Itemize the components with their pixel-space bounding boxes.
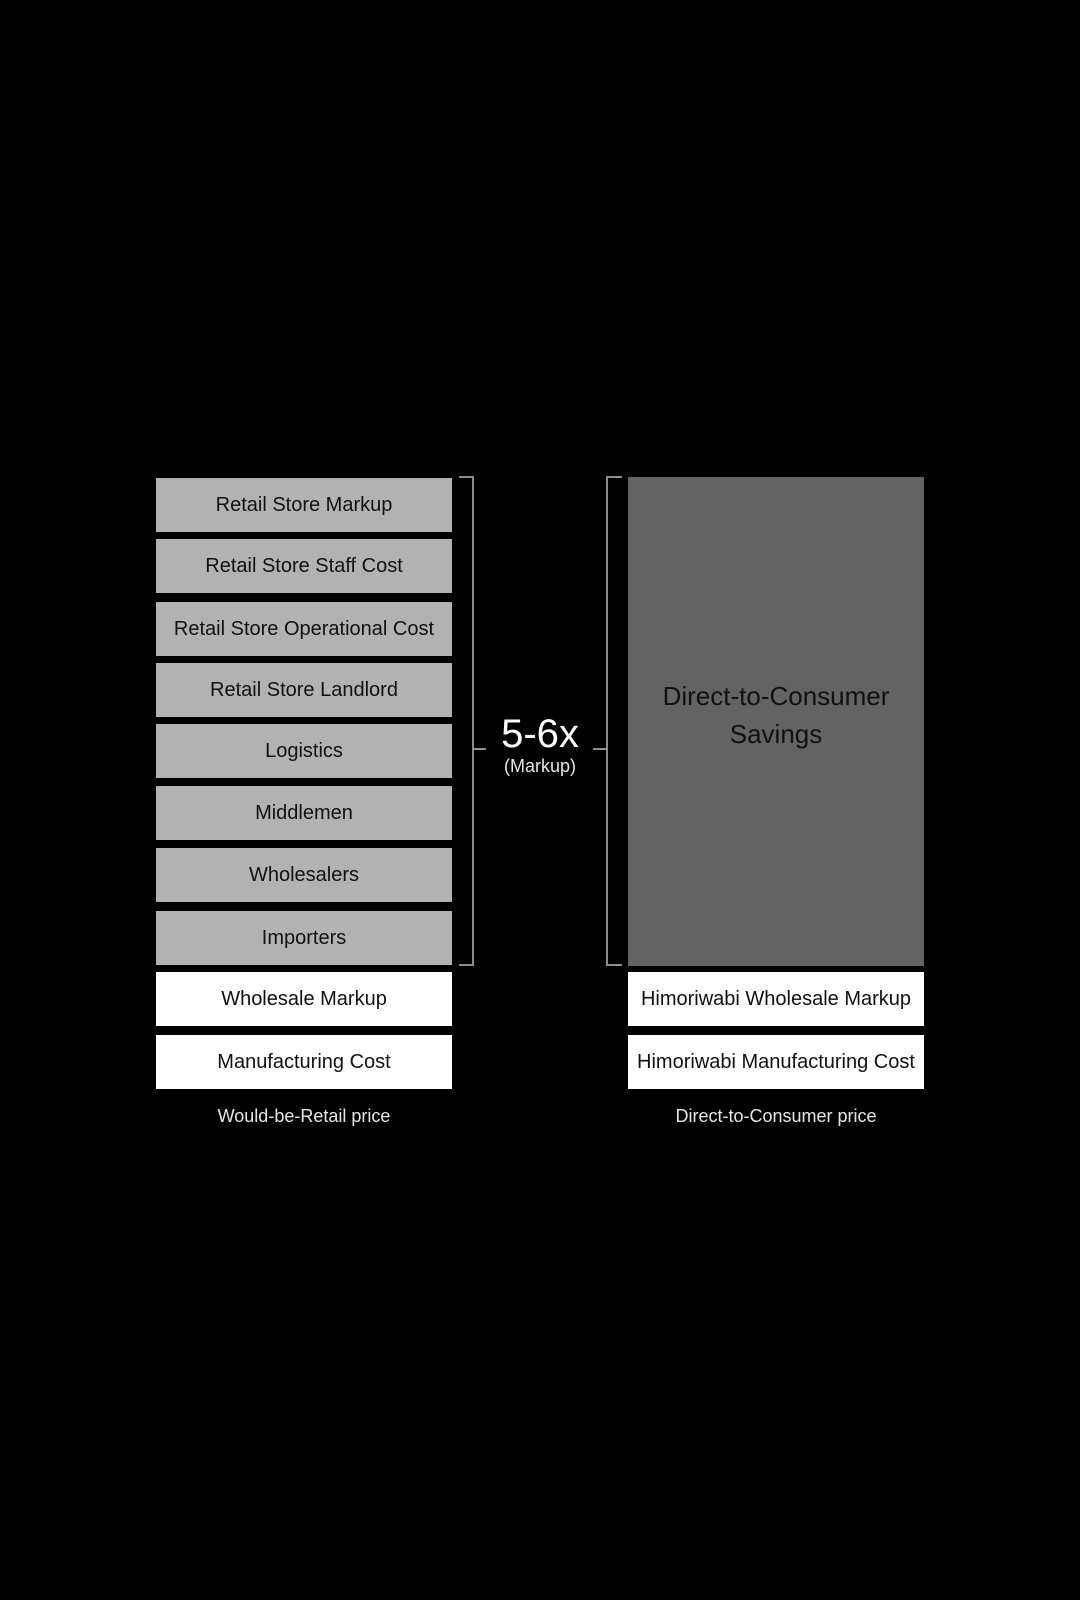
savings-label: Direct-to-Consumer Savings bbox=[662, 680, 890, 749]
markup-multiplier: 5-6x bbox=[501, 712, 579, 756]
right-bracket bbox=[606, 476, 622, 966]
left-block-wholesalers: Wholesalers bbox=[156, 848, 452, 902]
left-caption: Would-be-Retail price bbox=[217, 1106, 391, 1126]
right-block-wholesale-markup: Himoriwabi Wholesale Markup bbox=[628, 972, 924, 1026]
left-block-retail-store-operational-cost: Retail Store Operational Cost bbox=[156, 602, 452, 656]
markup-label: (Markup) bbox=[503, 756, 576, 776]
left-block-retail-store-staff-cost: Retail Store Staff Cost bbox=[156, 539, 452, 593]
right-caption: Direct-to-Consumer price bbox=[675, 1106, 877, 1126]
left-block-manufacturing-cost: Manufacturing Cost bbox=[156, 1035, 452, 1089]
direct-to-consumer-savings-block: Direct-to-Consumer Savings bbox=[628, 477, 924, 966]
left-block-wholesale-markup: Wholesale Markup bbox=[156, 972, 452, 1026]
left-block-retail-store-markup: Retail Store Markup bbox=[156, 478, 452, 532]
left-block-importers: Importers bbox=[156, 911, 452, 965]
left-block-middlemen: Middlemen bbox=[156, 786, 452, 840]
left-block-logistics: Logistics bbox=[156, 724, 452, 778]
right-block-manufacturing-cost: Himoriwabi Manufacturing Cost bbox=[628, 1035, 924, 1089]
left-block-retail-store-landlord: Retail Store Landlord bbox=[156, 663, 452, 717]
left-bracket bbox=[459, 476, 474, 966]
